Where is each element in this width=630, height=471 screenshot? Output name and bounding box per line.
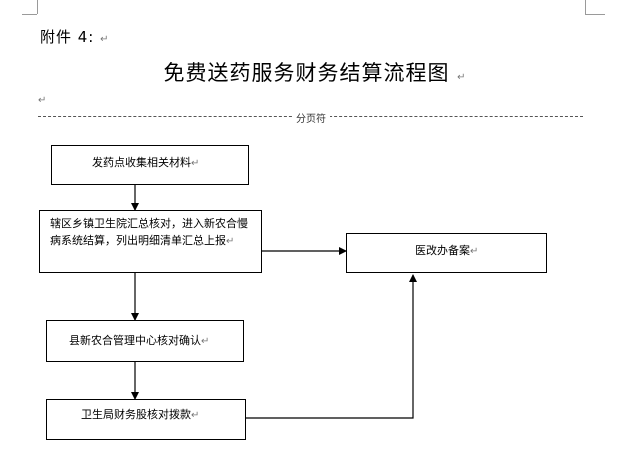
attachment-label: 附件 4: ↵ xyxy=(40,26,110,47)
crop-mark-top-left xyxy=(37,0,38,14)
empty-paragraph-mark: ↵ xyxy=(38,95,47,106)
flow-step-collect-materials: 发药点收集相关材料↵ xyxy=(51,145,249,185)
flow-step-label: 辖区乡镇卫生院汇总核对，进入新农合慢病系统结算，列出明细清单汇总上报 xyxy=(50,217,248,247)
flow-step-label: 发药点收集相关材料 xyxy=(92,156,191,169)
document-title: 免费送药服务财务结算流程图 ↵ xyxy=(0,57,630,87)
flow-step-label: 县新农合管理中心核对确认 xyxy=(69,334,201,347)
paragraph-mark: ↵ xyxy=(191,158,200,169)
flow-step-county-confirm: 县新农合管理中心核对确认↵ xyxy=(46,320,244,362)
crop-mark-top-right xyxy=(585,0,586,14)
flow-step-finance-payment: 卫生局财务股核对拨款↵ xyxy=(46,399,246,440)
paragraph-mark: ↵ xyxy=(457,72,467,83)
attachment-text: 附件 4: xyxy=(40,28,95,46)
flow-step-label: 卫生局财务股核对拨款 xyxy=(81,408,191,421)
page-break-label: 分页符 xyxy=(292,110,330,125)
crop-mark-top-left-horizontal xyxy=(22,14,37,15)
flow-step-reform-office-registry: 医改办备案↵ xyxy=(346,233,547,273)
flow-step-township-summary: 辖区乡镇卫生院汇总核对，进入新农合慢病系统结算，列出明细清单汇总上报↵ xyxy=(39,210,262,273)
paragraph-mark: ↵ xyxy=(226,236,235,247)
arrow-step4-to-registry xyxy=(246,274,417,419)
paragraph-mark: ↵ xyxy=(201,336,210,347)
title-text: 免费送药服务财务结算流程图 xyxy=(163,61,450,85)
crop-mark-top-right-horizontal xyxy=(585,14,605,15)
flow-step-label: 医改办备案 xyxy=(415,244,470,257)
paragraph-mark: ↵ xyxy=(470,246,479,257)
paragraph-mark: ↵ xyxy=(191,410,200,421)
paragraph-mark: ↵ xyxy=(100,34,110,45)
